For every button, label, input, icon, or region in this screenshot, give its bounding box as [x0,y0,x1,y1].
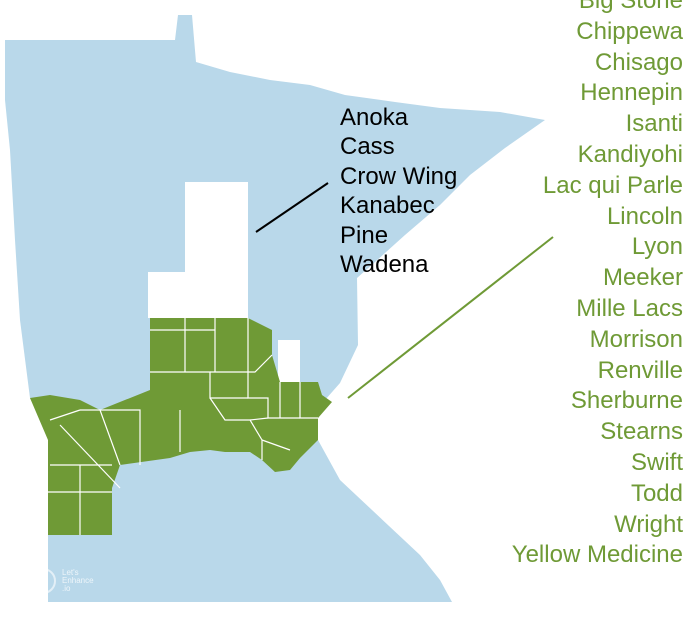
green-county-label: Isanti [625,110,683,138]
watermark-logo-icon [30,568,56,594]
green-county-label: Renville [597,356,683,384]
white-region-east [278,340,300,382]
black-county-label: Cass [340,133,395,161]
watermark: Let's Enhance .io [30,568,94,594]
green-county-label: Sherburne [570,387,683,415]
green-county-label: Chippewa [576,17,683,45]
green-county-label: Mille Lacs [576,294,683,322]
green-county-label: Stearns [600,418,683,446]
black-county-label: Wadena [340,251,429,279]
white-region-north [148,182,248,318]
green-county-label: Yellow Medicine [511,541,683,569]
black-county-label: Crow Wing [340,162,458,190]
green-county-label: Swift [630,448,683,476]
watermark-line-3: .io [62,584,71,593]
black-county-label: Anoka [340,104,409,131]
green-county-label: Meeker [602,264,683,292]
green-county-label: Lincoln [606,202,683,230]
black-county-label: Kanabec [340,192,435,220]
green-county-label: Hennepin [580,79,683,107]
green-county-label: Chisago [594,48,683,76]
green-county-label: Kandiyohi [577,140,683,168]
watermark-line-2: Enhance [62,576,94,585]
leader-line-black [255,182,329,233]
watermark-text: Let's Enhance .io [62,569,94,593]
leader-line-green [347,236,554,399]
black-county-label: Pine [340,221,389,249]
green-county-label: Lac qui Parle [542,171,683,199]
green-county-label: Big Stone [578,0,683,14]
green-county-label: Morrison [589,325,683,353]
watermark-line-1: Let's [62,568,79,577]
green-county-label: Todd [630,479,683,507]
green-county-label: Lyon [631,233,683,261]
county-borders [48,318,318,535]
green-counties-region [30,318,332,535]
green-county-label: Wright [614,510,683,538]
